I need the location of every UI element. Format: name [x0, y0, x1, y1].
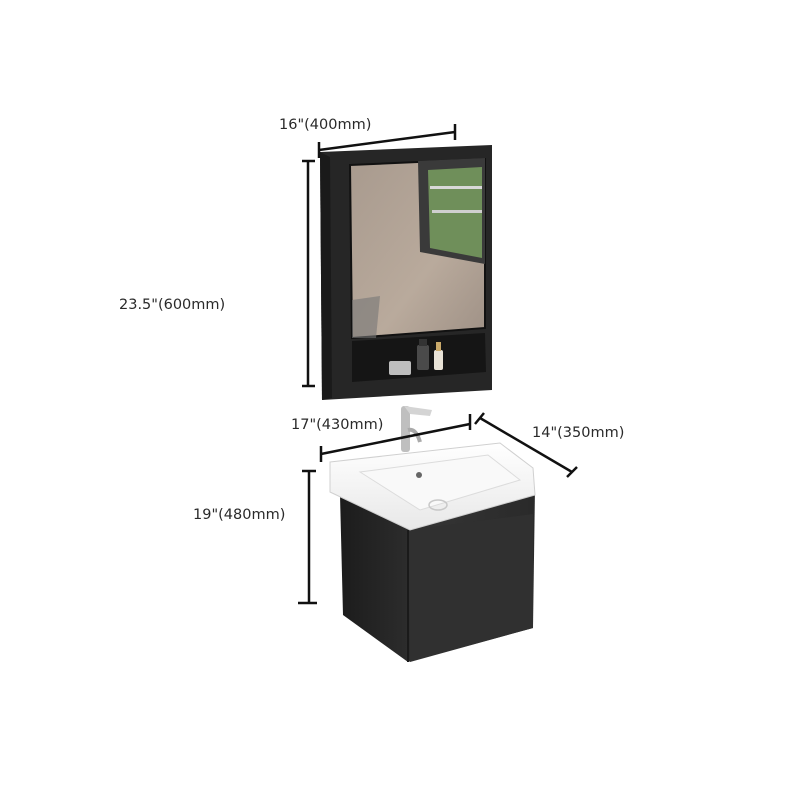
overflow-hole: [416, 472, 422, 478]
vanity-depth-label: 14"(350mm): [532, 425, 625, 441]
vanity-depth-line: [479, 416, 573, 474]
sink-bowl: [358, 454, 522, 511]
mirror-width-line: [318, 130, 456, 152]
dropper-bottle-light: [434, 350, 443, 370]
drain: [428, 499, 448, 511]
mirror-reflection-floor: [352, 296, 380, 338]
vanity-height-label: 19"(480mm): [193, 507, 286, 523]
dimension-lines: [298, 124, 578, 605]
vanity-width-label: 17"(430mm): [291, 417, 384, 433]
vanity-width-line: [320, 422, 471, 456]
mirror-width-label: 16"(400mm): [279, 117, 372, 133]
faucet: [401, 406, 410, 452]
vanity-unit: [329, 406, 536, 662]
dropper-bottle-dark: [417, 345, 429, 370]
cabinet-side: [320, 152, 332, 400]
mirror-height-label: 23.5"(600mm): [119, 297, 226, 313]
vanity-drawer-front: [408, 514, 533, 662]
mirror-cabinet: [320, 145, 492, 400]
tissue-box: [389, 361, 411, 375]
